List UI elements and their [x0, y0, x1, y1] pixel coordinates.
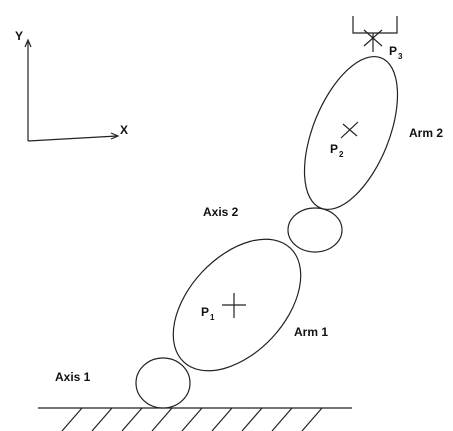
- p1-cross-marker: [222, 293, 246, 318]
- x-axis-arrowhead: [110, 132, 120, 140]
- x-axis-label: X: [120, 123, 128, 137]
- p3-label: P 3: [389, 44, 403, 61]
- y-axis-arrowhead: [24, 38, 32, 48]
- axis-2-label: Axis 2: [203, 205, 239, 219]
- p3-letter: P: [389, 44, 397, 58]
- axis-1-joint: [135, 357, 191, 409]
- arm-2-link: [303, 55, 399, 211]
- p1-label: P 1: [201, 305, 215, 322]
- ground: [38, 407, 352, 431]
- ground-hatching: [61, 407, 323, 431]
- axis-2-joint: [287, 207, 343, 253]
- p2-subscript: 2: [339, 150, 344, 159]
- x-axis-line: [27, 135, 118, 142]
- arm-1-label: Arm 1: [294, 325, 328, 339]
- p1-letter: P: [201, 305, 209, 319]
- p1-subscript: 1: [210, 313, 215, 322]
- p3-subscript: 3: [398, 52, 403, 61]
- arm-2-label: Arm 2: [409, 126, 443, 140]
- coordinate-axes: Y X: [15, 29, 128, 142]
- p2-cross-marker: [340, 121, 359, 139]
- p2-label: P 2: [330, 142, 344, 159]
- gripper: [352, 16, 398, 52]
- y-axis-label: Y: [15, 29, 23, 43]
- p2-letter: P: [330, 142, 338, 156]
- axis-1-label: Axis 1: [55, 370, 91, 384]
- gripper-bracket: [352, 16, 398, 34]
